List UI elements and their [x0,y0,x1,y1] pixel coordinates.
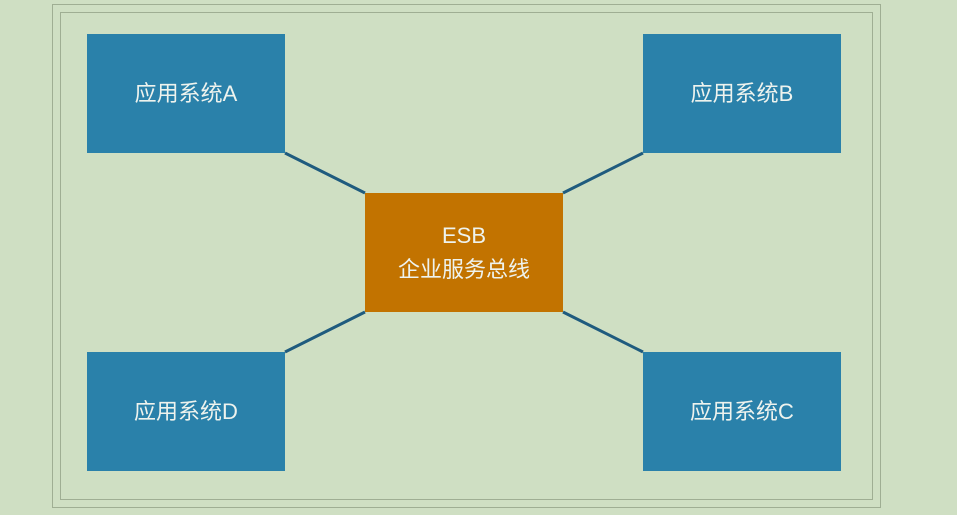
system-node-b-label: 应用系统B [690,80,794,106]
esb-hub-title: ESB [441,222,487,248]
system-node-d-label: 应用系统D [134,398,238,424]
system-node-b: 应用系统B [643,34,841,153]
system-node-c-label: 应用系统C [690,398,794,424]
system-node-c: 应用系统C [643,352,841,471]
diagram-frame-outer [52,4,881,508]
diagram-frame-inner [60,12,873,500]
connector-d-to-esb [284,310,366,354]
esb-hub-subtitle: 企业服务总线 [397,256,530,282]
system-node-a-label: 应用系统A [134,80,238,106]
esb-hub-node: ESB 企业服务总线 [365,193,563,312]
system-node-a: 应用系统A [87,34,285,153]
connector-b-to-esb [562,151,644,195]
connector-c-to-esb [562,310,644,354]
system-node-d: 应用系统D [87,352,285,471]
connector-a-to-esb [284,151,366,195]
